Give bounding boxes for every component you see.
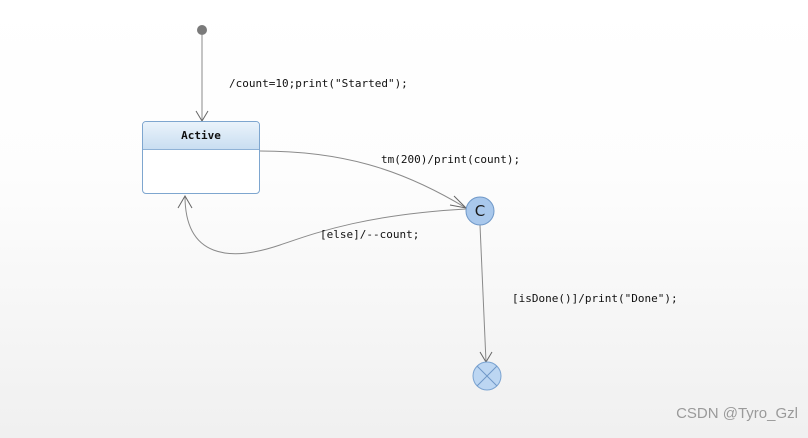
- initial-state-dot[interactable]: [197, 25, 207, 35]
- state-active-name: Active: [143, 122, 259, 150]
- transition-label-done: [isDone()]/print("Done");: [512, 292, 678, 305]
- transition-choice-to-exit[interactable]: [479, 224, 487, 363]
- arrowhead-choice-to-active: [177, 195, 193, 209]
- exit-pseudostate[interactable]: [472, 361, 502, 391]
- choice-label: C: [474, 202, 486, 220]
- arrowhead-active-to-choice: [449, 195, 468, 209]
- state-active-body: [143, 150, 259, 193]
- transition-label-timer: tm(200)/print(count);: [381, 153, 521, 166]
- transition-choice-to-active[interactable]: [184, 195, 467, 255]
- transition-label-initial: /count=10;print("Started");: [229, 77, 408, 90]
- choice-pseudostate[interactable]: [465, 196, 495, 226]
- transition-label-else: [else]/--count;: [320, 228, 420, 241]
- transition-active-to-choice[interactable]: [259, 150, 467, 209]
- watermark: CSDN @Tyro_Gzl: [676, 405, 798, 422]
- state-active[interactable]: Active: [142, 121, 260, 194]
